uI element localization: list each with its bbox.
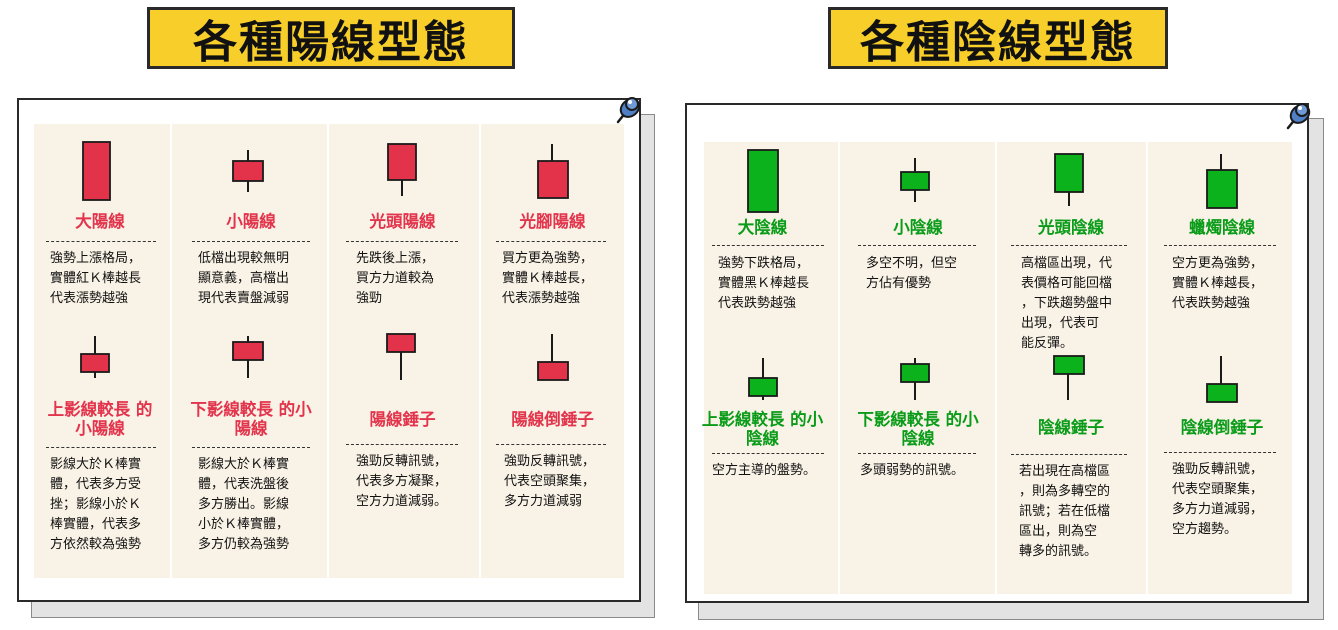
pattern-description: 先跌後上漲， 買方力道較為 強勁 <box>356 251 435 306</box>
pattern-description: 買方更為強勢， 實體Ｋ棒越長， 代表漲勢越強 <box>502 251 594 306</box>
pattern-cell-yin-shaved-head: 光頭陰線 高檔區出現，代 表價格可能回檔 ，下跌趨勢盤中 出現，代表可 能反彈。 <box>1005 146 1137 356</box>
yin-column-divider <box>838 142 840 594</box>
pattern-cell-yang-small: 小陽線 低檔出現較無明 顯意義，高檔出 現代表賣盤減弱 <box>186 136 316 306</box>
pattern-description: 影線大於Ｋ棒實 體，代表洗盤後 多方勝出。影線 小於Ｋ棒實體， 多方仍較為強勢 <box>198 457 290 552</box>
pattern-cell-yin-small: 小陰線 多空不明，但空 方佔有優勢 <box>852 146 984 316</box>
dashed-divider <box>496 241 606 242</box>
small-yang-candle-icon <box>232 150 264 192</box>
dashed-divider <box>858 453 976 454</box>
candle-yin-candle-icon <box>1206 154 1238 209</box>
pattern-name: 光頭陽線 <box>369 212 436 231</box>
inverted-hammer-yin-candle-icon <box>1206 356 1238 403</box>
pattern-name: 下影線較長 的小陽線 <box>190 400 312 438</box>
pattern-name: 光腳陽線 <box>519 212 586 231</box>
pattern-description: 強勢上漲格局， 實體紅Ｋ棒越長 代表漲勢越強 <box>50 251 142 306</box>
pattern-name: 大陰線 <box>737 218 788 237</box>
yang-panel <box>34 124 624 578</box>
pattern-cell-yang-hammer: 陽線錘子 強勁反轉訊號， 代表多方凝聚， 空方力道減弱。 <box>340 330 465 570</box>
small-yin-candle-icon <box>900 158 930 202</box>
pattern-name: 下影線較長 的小陰線 <box>857 410 979 448</box>
dashed-divider <box>1011 454 1127 455</box>
pattern-description: 強勁反轉訊號， 代表空頭聚集， 多方力道減弱 <box>504 454 596 509</box>
hammer-yin-candle-icon <box>1053 355 1085 400</box>
pattern-name: 小陽線 <box>226 212 276 231</box>
pattern-description: 多頭弱勢的訊號。 <box>860 463 965 478</box>
pattern-description: 多空不明，但空 方佔有優勢 <box>866 256 958 291</box>
pattern-name: 陰線錘子 <box>1038 418 1104 437</box>
yang-column-divider <box>327 124 329 578</box>
dashed-divider <box>46 241 156 242</box>
pattern-name: 上影線較長 的小陽線 <box>47 400 153 438</box>
dashed-divider <box>192 241 310 242</box>
dashed-divider <box>712 245 824 246</box>
long-upper-shadow-yin-candle-icon <box>748 358 778 400</box>
pattern-cell-yin-hammer: 陰線錘子 若出現在高檔區 ，則為多轉空的 訊號；若在低檔 區出，則為空 轉多的訊… <box>1005 352 1137 592</box>
dashed-divider <box>1164 452 1276 453</box>
dashed-divider <box>1164 245 1276 246</box>
pattern-name: 陽線倒錘子 <box>511 410 594 429</box>
pushpin-icon <box>616 97 641 124</box>
dashed-divider <box>496 444 606 445</box>
pattern-name: 陰線倒錘子 <box>1180 418 1264 437</box>
pattern-cell-yang-big: 大陽線 強勢上漲格局， 實體紅Ｋ棒越長 代表漲勢越強 <box>40 136 160 306</box>
yin-column-divider <box>1146 142 1148 594</box>
shaved-head-yang-candle-icon <box>387 143 417 196</box>
pushpin-icon <box>1286 103 1311 130</box>
dashed-divider <box>46 447 156 448</box>
pattern-description: 若出現在高檔區 ，則為多轉空的 訊號；若在低檔 區出，則為空 轉多的訊號。 <box>1019 464 1111 559</box>
pattern-cell-yang-long-lower: 下影線較長 的小陽線 影線大於Ｋ棒實 體，代表洗盤後 多方勝出。影線 小於Ｋ棒實… <box>186 330 316 570</box>
pattern-cell-yin-long-upper: 上影線較長 的小陰線 空方主導的盤勢。 <box>702 352 833 552</box>
long-lower-shadow-yang-candle-icon <box>232 336 264 378</box>
big-yin-candle-icon <box>747 149 779 213</box>
pattern-cell-yang-long-upper: 上影線較長 的小陽線 影線大於Ｋ棒實 體，代表多方受 挫；影線小於Ｋ 棒實體，代… <box>40 330 160 570</box>
shaved-head-yin-candle-icon <box>1054 153 1084 206</box>
pattern-cell-yang-shaved-head: 光頭陽線 先跌後上漲， 買方力道較為 強勁 <box>340 136 465 306</box>
pattern-description: 空方更為強勢， 實體Ｋ棒越長， 代表跌勢越強 <box>1172 256 1264 311</box>
dashed-divider <box>192 447 310 448</box>
big-yang-candle-icon <box>82 141 111 201</box>
pattern-name: 上影線較長 的小陰線 <box>701 410 824 448</box>
pattern-cell-yang-shaved-foot: 光腳陽線 買方更為強勢， 實體Ｋ棒越長， 代表漲勢越強 <box>490 136 615 306</box>
pattern-cell-yin-candle: 蠟燭陰線 空方更為強勢， 實體Ｋ棒越長， 代表跌勢越強 <box>1158 146 1286 316</box>
long-lower-shadow-yin-candle-icon <box>900 358 930 400</box>
pattern-cell-yin-big: 大陰線 強勢下跌格局， 實體黑Ｋ棒越長 代表跌勢越強 <box>708 146 833 316</box>
dashed-divider <box>1011 245 1127 246</box>
long-upper-shadow-yang-candle-icon <box>80 336 110 378</box>
dashed-divider <box>346 241 458 242</box>
pattern-description: 強勁反轉訊號， 代表多方凝聚， 空方力道減弱。 <box>356 454 448 509</box>
pattern-name: 大陽線 <box>75 212 125 231</box>
pattern-cell-yang-inverted-hammer: 陽線倒錘子 強勁反轉訊號， 代表空頭聚集， 多方力道減弱 <box>490 330 615 570</box>
shaved-foot-yang-candle-icon <box>537 144 569 199</box>
pattern-name: 小陰線 <box>893 218 943 237</box>
yin-column-divider <box>995 142 997 594</box>
pattern-description: 影線大於Ｋ棒實 體，代表多方受 挫；影線小於Ｋ 棒實體，代表多 方依然較為強勢 <box>50 457 142 552</box>
yin-title: 各種陰線型態 <box>828 7 1168 69</box>
hammer-yang-candle-icon <box>386 333 416 380</box>
yang-column-divider <box>479 124 481 578</box>
pattern-cell-yin-long-lower: 下影線較長 的小陰線 多頭弱勢的訊號。 <box>852 352 984 552</box>
inverted-hammer-yang-candle-icon <box>537 334 569 381</box>
pattern-name: 光頭陰線 <box>1038 218 1104 237</box>
pattern-name: 陽線錘子 <box>369 410 436 429</box>
yin-panel <box>704 142 1292 594</box>
pattern-description: 空方主導的盤勢。 <box>712 463 817 478</box>
yang-column-divider <box>170 124 172 578</box>
dashed-divider <box>712 453 824 454</box>
pattern-name: 蠟燭陰線 <box>1189 218 1255 237</box>
pattern-cell-yin-inverted-hammer: 陰線倒錘子 強勁反轉訊號， 代表空頭聚集， 多方力道減弱， 空方趨勢。 <box>1158 352 1286 592</box>
pattern-description: 強勢下跌格局， 實體黑Ｋ棒越長 代表跌勢越強 <box>718 256 810 311</box>
dashed-divider <box>858 245 976 246</box>
yang-title: 各種陽線型態 <box>147 7 515 69</box>
pattern-description: 高檔區出現，代 表價格可能回檔 ，下跌趨勢盤中 出現，代表可 能反彈。 <box>1021 256 1113 351</box>
pattern-description: 低檔出現較無明 顯意義，高檔出 現代表賣盤減弱 <box>198 251 290 306</box>
pattern-description: 強勁反轉訊號， 代表空頭聚集， 多方力道減弱， 空方趨勢。 <box>1172 462 1264 537</box>
dashed-divider <box>346 444 458 445</box>
